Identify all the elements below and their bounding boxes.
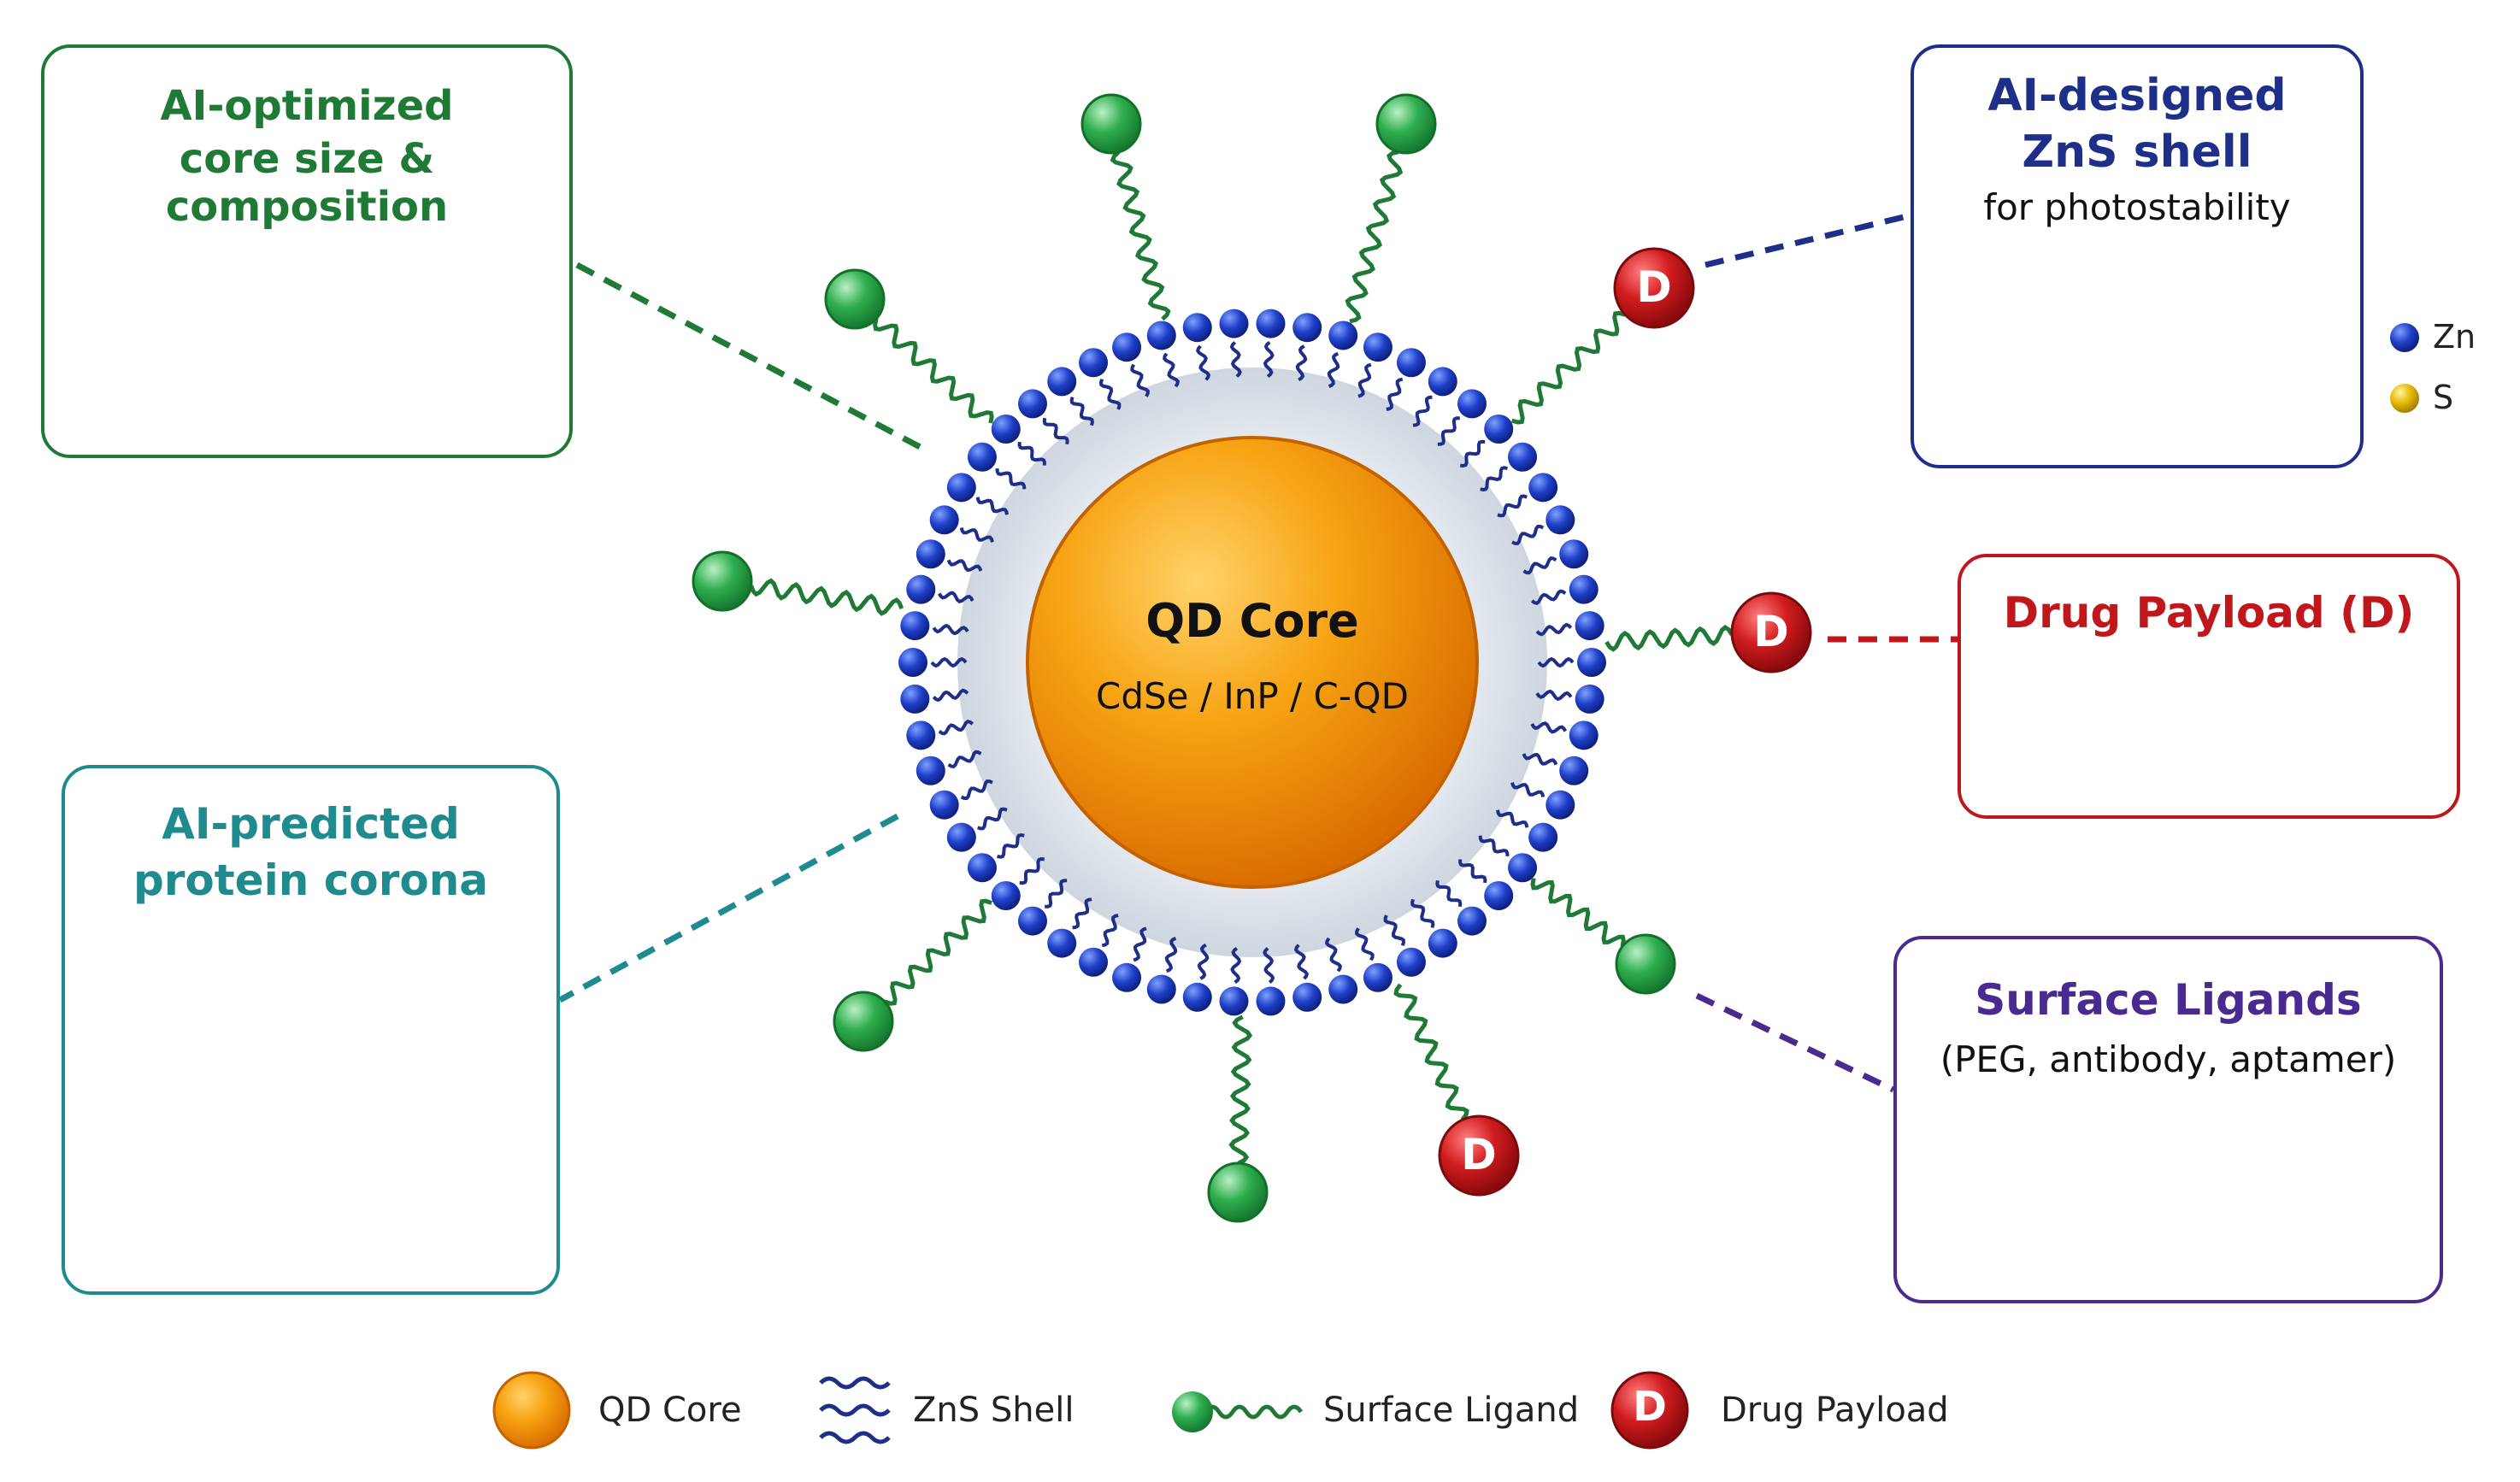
- zns-shell-bilayer: [898, 309, 1606, 1016]
- panel-zns-shell: AI-designed ZnS shell for photostability: [1911, 44, 2364, 468]
- panel-core-size: AI-optimized core size & composition: [41, 44, 573, 458]
- legend-qd-core-label: QD Core: [598, 1391, 742, 1430]
- zn-legend-dot: [2390, 323, 2419, 352]
- drug-payload-marker: D: [1461, 1130, 1497, 1179]
- core-subtitle: CdSe / InP / C-QD: [1096, 675, 1409, 717]
- zn-legend-label: Zn: [2433, 318, 2476, 356]
- surface-ligands: [692, 93, 1812, 1223]
- legend-drug-payload-marker: D: [1633, 1383, 1667, 1431]
- qd-core: [1026, 436, 1479, 889]
- drug-payload-marker: D: [1636, 262, 1672, 312]
- legend-surface-ligand-label: Surface Ligand: [1323, 1391, 1580, 1430]
- legend-drug-payload-icon: [1610, 1371, 1689, 1450]
- connector-core-size: [575, 262, 925, 452]
- panel-surface-ligands-title: Surface Ligands: [1975, 975, 2362, 1025]
- panel-surface-ligands-subtitle: (PEG, antibody, aptamer): [1940, 1038, 2397, 1080]
- panel-zns-shell-title-line1: AI-designed: [1987, 70, 2287, 121]
- legend-drug-payload-label: Drug Payload: [1721, 1391, 1949, 1430]
- panel-surface-ligands: Surface Ligands (PEG, antibody, aptamer): [1893, 936, 2443, 1303]
- panel-core-size-title-line1: AI-optimized: [160, 82, 454, 130]
- legend-surface-ligand-icon: [1172, 1391, 1304, 1432]
- panel-core-size-title-line2: core size & composition: [165, 135, 449, 231]
- legend-zns-shell-label: ZnS Shell: [913, 1391, 1075, 1430]
- panel-zns-shell-subtitle: for photostability: [1983, 186, 2291, 228]
- connector-protein-corona: [558, 813, 899, 1003]
- panel-drug-payload: Drug Payload (D): [1958, 554, 2460, 819]
- connector-zns-shell: [1705, 212, 1911, 268]
- panel-protein-corona-title-line1: AI-predicted: [162, 799, 460, 849]
- drug-payload-marker: D: [1753, 607, 1789, 656]
- s-legend-label: S: [2433, 379, 2454, 416]
- panel-zns-shell-title-line2: ZnS shell: [2022, 126, 2252, 178]
- s-legend-dot: [2390, 384, 2419, 413]
- panel-drug-payload-title: Drug Payload (D): [2003, 588, 2415, 638]
- core-title: QD Core: [1145, 594, 1359, 648]
- connector-lines: [558, 212, 1958, 1093]
- legend-qd-core-icon: [492, 1371, 571, 1450]
- legend-zns-shell-icon: [819, 1376, 891, 1444]
- connector-surface-ligands: [1695, 992, 1895, 1093]
- panel-protein-corona: AI-predicted protein corona: [62, 765, 560, 1295]
- panel-protein-corona-title-line2: protein corona: [132, 856, 489, 905]
